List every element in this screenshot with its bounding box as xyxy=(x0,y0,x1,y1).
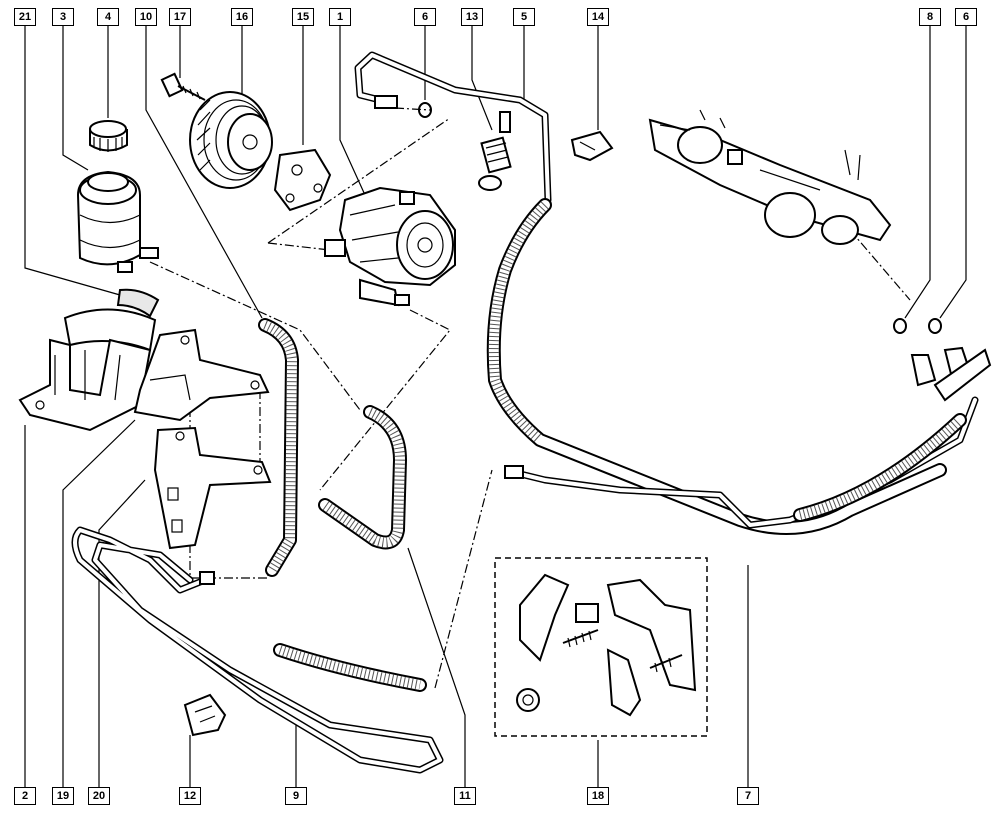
callout-6-rack: 6 xyxy=(955,8,977,26)
o-ring-seal-pump xyxy=(418,102,432,118)
callout-5: 5 xyxy=(513,8,535,26)
callout-17: 17 xyxy=(169,8,191,26)
mounting-bracket-lower xyxy=(153,426,272,550)
high-pressure-pipe xyxy=(354,51,947,535)
reservoir-cap xyxy=(89,120,128,152)
callout-7: 7 xyxy=(737,787,759,805)
callout-2: 2 xyxy=(14,787,36,805)
fluid-reservoir xyxy=(76,170,159,273)
reservoir-strap xyxy=(116,288,160,318)
pump-pulley xyxy=(189,91,273,189)
callout-8: 8 xyxy=(919,8,941,26)
callout-6-pump: 6 xyxy=(414,8,436,26)
fixing-kit-box xyxy=(494,557,708,737)
callout-3: 3 xyxy=(52,8,74,26)
pipe-clip xyxy=(570,130,614,162)
banjo-union-fitting xyxy=(478,111,512,191)
callout-15: 15 xyxy=(292,8,314,26)
return-hose xyxy=(318,405,407,550)
o-ring-seal-rack-left xyxy=(893,318,907,334)
callout-10: 10 xyxy=(135,8,157,26)
callout-21: 21 xyxy=(14,8,36,26)
rack-pipe-fittings xyxy=(910,346,992,402)
leader-lines xyxy=(24,25,967,788)
callout-16: 16 xyxy=(231,8,253,26)
steering-rack xyxy=(648,109,892,245)
mounting-bracket-upper xyxy=(133,328,270,422)
callout-19: 19 xyxy=(52,787,74,805)
callout-9: 9 xyxy=(285,787,307,805)
power-steering-pump xyxy=(324,186,456,307)
callout-4: 4 xyxy=(97,8,119,26)
callout-1: 1 xyxy=(329,8,351,26)
callout-12: 12 xyxy=(179,787,201,805)
pulley-bolt xyxy=(160,72,206,101)
callout-13: 13 xyxy=(461,8,483,26)
callout-14: 14 xyxy=(587,8,609,26)
o-ring-seal-rack-right xyxy=(928,318,942,334)
return-pipe xyxy=(504,396,979,529)
pump-support-plate xyxy=(273,148,332,212)
callout-11: 11 xyxy=(454,787,476,805)
feed-hose xyxy=(258,318,299,577)
callout-20: 20 xyxy=(88,787,110,805)
cooling-pipe-loop xyxy=(71,526,444,774)
callout-18: 18 xyxy=(587,787,609,805)
loop-retaining-clip xyxy=(183,693,227,737)
